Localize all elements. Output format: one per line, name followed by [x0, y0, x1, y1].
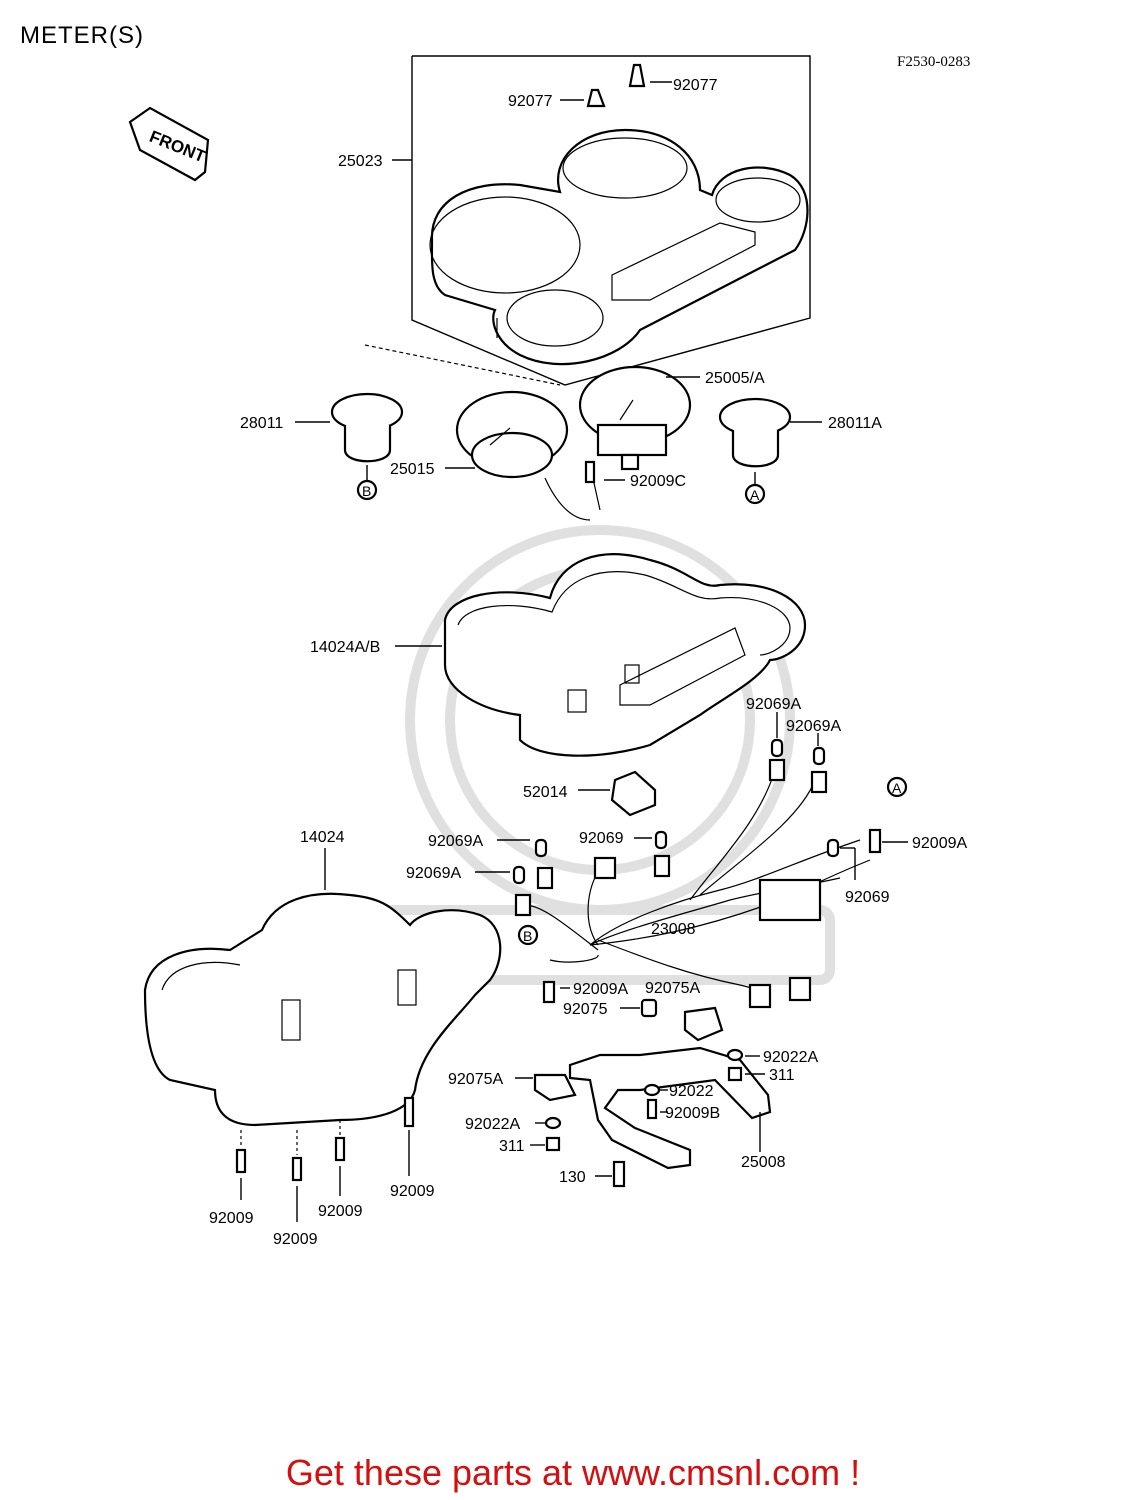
- callout-92069A-4: 92069A: [406, 865, 461, 882]
- bulb-92069A-1: [770, 738, 784, 758]
- marker-a-top: A: [744, 483, 766, 505]
- bolt-130: [612, 1160, 626, 1188]
- speedometer-25005: [578, 365, 692, 471]
- callout-130: 130: [559, 1169, 586, 1186]
- bulb-92069A-4: [512, 865, 526, 885]
- marker-b-top: B: [356, 479, 378, 501]
- nut-311-right: [727, 1066, 743, 1082]
- upper-meter-case: [429, 128, 809, 366]
- grommet-92077-right: [628, 63, 646, 88]
- callout-92009-d: 92009: [390, 1183, 435, 1200]
- callout-25015: 25015: [390, 461, 435, 478]
- screw-92009-d: [403, 1096, 415, 1128]
- indicator-lamp-28011A: [718, 397, 792, 468]
- svg-text:A: A: [750, 487, 760, 503]
- callout-92009-a: 92009: [209, 1210, 254, 1227]
- callout-92075: 92075: [563, 1001, 608, 1018]
- bulb-92069-mid: [654, 830, 668, 850]
- callout-92069-right: 92069: [845, 889, 890, 906]
- svg-text:B: B: [362, 483, 371, 499]
- screw-92009C: [584, 460, 596, 484]
- callout-92075A-left: 92075A: [448, 1071, 503, 1088]
- screw-92009-a: [235, 1148, 247, 1174]
- washer-92022: [643, 1083, 661, 1097]
- callout-23008: 23008: [651, 921, 696, 938]
- callout-28011: 28011: [240, 415, 283, 432]
- callout-92009-b: 92009: [273, 1231, 318, 1248]
- bracket-25008: [568, 1046, 772, 1170]
- svg-text:A: A: [892, 780, 902, 796]
- footer-promo-link[interactable]: Get these parts at www.cmsnl.com !: [285, 1452, 861, 1493]
- callout-92022A-right: 92022A: [763, 1049, 818, 1066]
- callout-25008: 25008: [741, 1154, 786, 1171]
- bulb-92069-right: [826, 838, 840, 858]
- screw-92009A-mid: [542, 980, 556, 1004]
- lower-meter-case-14024: [143, 892, 502, 1127]
- callout-92069A-1: 92069A: [746, 696, 801, 713]
- exploded-parts-diagram: FRONT: [128, 55, 967, 1248]
- callout-14024AB: 14024A/B: [310, 639, 380, 656]
- callout-311-left: 311: [499, 1138, 525, 1155]
- washer-92022A-right: [726, 1048, 744, 1062]
- screw-92009-b: [291, 1156, 303, 1182]
- screw-92009B: [646, 1098, 658, 1120]
- callout-52014: 52014: [523, 784, 568, 801]
- callout-92077-left: 92077: [508, 93, 553, 110]
- inner-meter-case-14024AB: [443, 553, 807, 757]
- washer-92022A-left: [544, 1116, 562, 1130]
- screw-92009-c: [334, 1136, 346, 1162]
- tachometer-25015: [455, 390, 591, 521]
- svg-text:B: B: [523, 928, 532, 944]
- callout-25023: 25023: [338, 153, 383, 170]
- page-title: METER(S): [20, 22, 144, 49]
- callout-311-right: 311: [769, 1067, 795, 1084]
- callout-92009-c: 92009: [318, 1203, 363, 1220]
- damper-92075: [640, 998, 658, 1018]
- callout-92069A-3: 92069A: [428, 833, 483, 850]
- callout-92022A-left: 92022A: [465, 1116, 520, 1133]
- housing-assembly-frame: [411, 55, 811, 386]
- marker-b-harness: B: [517, 924, 539, 946]
- callout-92009B: 92009B: [665, 1105, 720, 1122]
- diagram-code: F2530-0283: [897, 54, 971, 70]
- callout-28011A: 28011A: [828, 415, 882, 432]
- callout-25005A: 25005/A: [705, 370, 765, 387]
- callout-92009A-right: 92009A: [912, 835, 967, 852]
- callout-92075A-top: 92075A: [645, 980, 700, 997]
- screw-92009A-right: [868, 828, 882, 854]
- bulb-92069A-3: [534, 838, 548, 858]
- callout-92022: 92022: [669, 1083, 714, 1100]
- callout-92077-right: 92077: [673, 77, 718, 94]
- wire-harness-23008: [514, 758, 871, 1009]
- marker-a-harness: A: [886, 776, 908, 798]
- callout-92009C: 92009C: [630, 473, 686, 490]
- callout-92009A-mid: 92009A: [573, 981, 628, 998]
- sensor-52014: [610, 770, 657, 817]
- damper-92075A-left: [533, 1073, 577, 1102]
- callout-92069-mid: 92069: [579, 830, 624, 847]
- nut-311-left: [545, 1136, 561, 1152]
- bulb-92069A-2: [812, 746, 826, 766]
- damper-92075A-top: [683, 1006, 724, 1042]
- callout-92069A-2: 92069A: [786, 718, 841, 735]
- front-direction-arrow: FRONT: [128, 106, 210, 182]
- indicator-lamp-28011: [330, 392, 404, 463]
- callout-14024: 14024: [300, 829, 345, 846]
- grommet-92077-left: [586, 88, 606, 108]
